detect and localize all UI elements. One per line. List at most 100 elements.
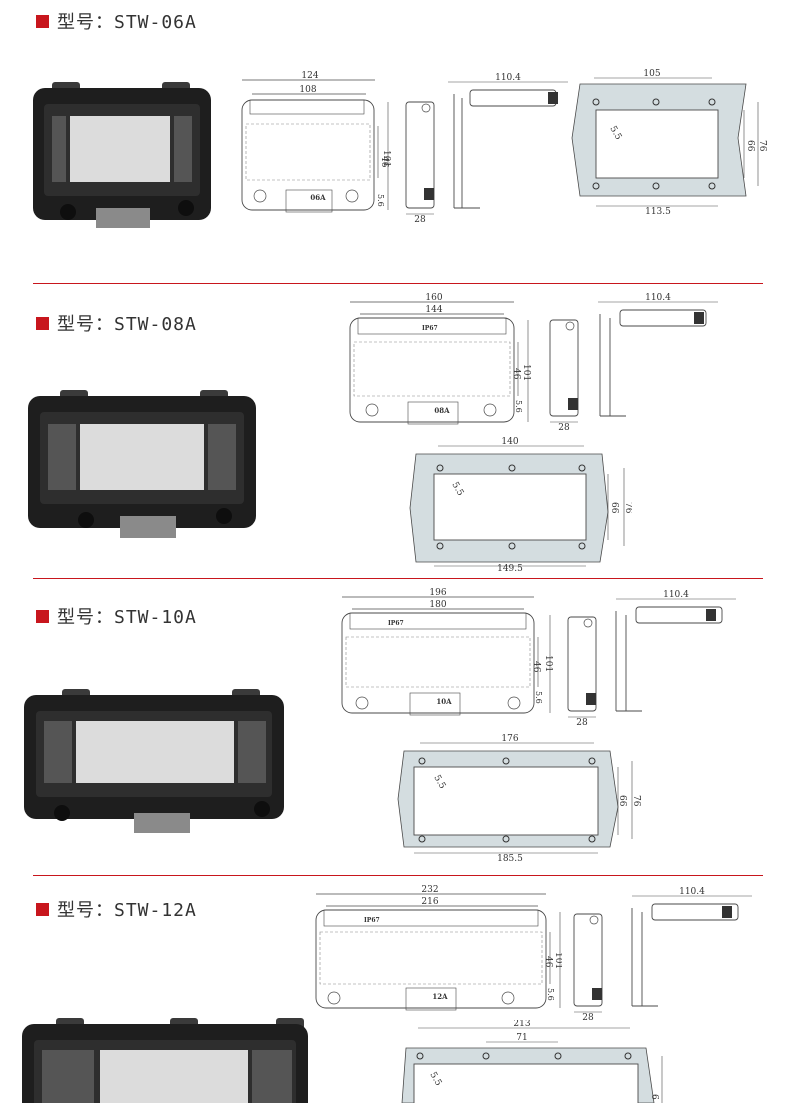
- dim-hole-vertical-spacing: 76: [623, 502, 632, 514]
- mount-hole: [327, 991, 341, 1005]
- model-badge: 10A: [436, 697, 452, 706]
- model-heading-text: 型号：STW-12A: [57, 900, 197, 921]
- screw-right: [216, 508, 232, 524]
- screw-hole: [508, 464, 516, 472]
- dim-side-depth: 28: [414, 215, 426, 225]
- model-heading: 型号：STW-12A: [36, 896, 197, 922]
- side-view-drawing: 28: [405, 101, 435, 225]
- model-heading: 型号：STW-08A: [36, 310, 197, 336]
- front-view-drawing: 232 216 12A IP67 46 101 5.6: [315, 885, 562, 1011]
- side-profile: [567, 616, 597, 712]
- lid-knob: [722, 906, 732, 918]
- model-heading: 型号：STW-06A: [36, 8, 197, 34]
- cutout-opening: [413, 766, 599, 836]
- dim-height-101: 101: [543, 655, 553, 672]
- dim-inner-width: 216: [421, 897, 438, 907]
- enclosure-outline: [241, 99, 375, 211]
- red-square-icon: [36, 316, 49, 330]
- model-heading-text: 型号：STW-10A: [57, 607, 197, 628]
- dim-height-46: 46: [379, 156, 389, 168]
- panel-cutout-drawing: 140 5.5 149.5 66 76: [409, 437, 632, 572]
- clear-window: [100, 1050, 248, 1103]
- panel-cutout-drawing: 176 5.5 185.5 66 76: [397, 734, 641, 864]
- ip-badge: IP67: [422, 325, 438, 332]
- screw-hole: [482, 1052, 490, 1060]
- screw-knob: [592, 988, 602, 1000]
- dim-hinge-reach: 110.4: [645, 293, 671, 303]
- screw-hole: [708, 98, 716, 106]
- dim-overall-width: 232: [421, 885, 438, 895]
- side-profile: [405, 101, 435, 209]
- hinge-pin: [421, 103, 431, 113]
- product-photo: [33, 82, 211, 228]
- model-label: [407, 401, 459, 425]
- screw-knob: [424, 188, 434, 200]
- rail-slots-right: [238, 721, 266, 783]
- mount-hole: [345, 189, 359, 203]
- rail-slots-right: [174, 116, 192, 182]
- screw-hole: [652, 98, 660, 106]
- mounting-bracket: [96, 208, 150, 228]
- screw-hole: [624, 1052, 632, 1060]
- dim-height-46: 46: [543, 956, 553, 968]
- screw-hole: [502, 835, 510, 843]
- clear-window: [70, 116, 170, 182]
- rail-slots-left: [48, 424, 76, 490]
- hinge-pin: [583, 618, 593, 628]
- top-hinge-bar: [323, 909, 539, 927]
- side-view-drawing: 28: [573, 913, 603, 1023]
- lid-knob: [548, 92, 558, 104]
- screw-hole: [436, 542, 444, 550]
- dim-depth: 5.6: [534, 691, 543, 704]
- screw-hole: [588, 835, 596, 843]
- dim-hole-vertical-spacing: 6: [649, 1094, 659, 1100]
- dim-overall-width: 160: [425, 293, 442, 303]
- cutout-opening: [413, 1063, 639, 1103]
- product-photo: [24, 689, 284, 833]
- lid-profile: [619, 309, 707, 327]
- model-badge: 06A: [310, 193, 326, 202]
- lid-knob: [706, 609, 716, 621]
- top-hinge-bar: [349, 612, 527, 630]
- open-hinge-view-drawing: 110.4: [631, 887, 752, 1007]
- screw-hole: [554, 1052, 562, 1060]
- dim-side-depth: 28: [558, 423, 570, 432]
- rail-channel: [353, 341, 511, 397]
- dim-height-46: 46: [531, 661, 541, 673]
- side-view-drawing: 28: [567, 616, 597, 727]
- rail-slots-right: [252, 1050, 292, 1103]
- hinge-pin: [565, 321, 575, 331]
- screw-hole: [708, 182, 716, 190]
- rail-slots-left: [52, 116, 66, 182]
- front-view-drawing: 196 180 10A IP67 46 101 5.6: [341, 588, 553, 716]
- dim-hole-vertical-spacing: 76: [757, 140, 767, 152]
- screw-hole: [436, 464, 444, 472]
- rail-channel: [345, 636, 531, 688]
- dim-overall-width: 124: [301, 71, 318, 81]
- dim-cutout-width: 113.5: [645, 207, 671, 216]
- dim-cutout-height: 66: [609, 502, 619, 514]
- cutout-opening: [595, 109, 719, 179]
- open-hinge-view-drawing: 110.4: [615, 590, 736, 712]
- dim-height-46: 46: [511, 368, 521, 380]
- screw-hole: [416, 1052, 424, 1060]
- screw-hole: [588, 757, 596, 765]
- open-hinge-view-drawing: 110.4: [598, 293, 718, 417]
- product-photo: [22, 1018, 308, 1103]
- dim-cutout-mid-spacing: 71: [516, 1033, 527, 1043]
- dim-cutout-height: 66: [617, 795, 627, 807]
- model-heading-text: 型号：STW-08A: [57, 314, 197, 335]
- mounting-bracket: [134, 813, 190, 833]
- side-view-drawing: 28: [549, 319, 579, 432]
- mount-hole: [483, 403, 497, 417]
- section-stw-08a: 型号：STW-08A 160 144 08A IP67 46 101 5.6: [0, 284, 790, 579]
- screw-left: [60, 204, 76, 220]
- model-heading: 型号：STW-10A: [36, 603, 197, 629]
- product-photo: [28, 390, 256, 538]
- model-label: [405, 987, 457, 1011]
- rail-channel: [245, 123, 371, 181]
- top-hinge-bar: [249, 99, 365, 115]
- dim-hinge-reach: 110.4: [495, 73, 521, 83]
- screw-hole: [502, 757, 510, 765]
- screw-hole: [592, 182, 600, 190]
